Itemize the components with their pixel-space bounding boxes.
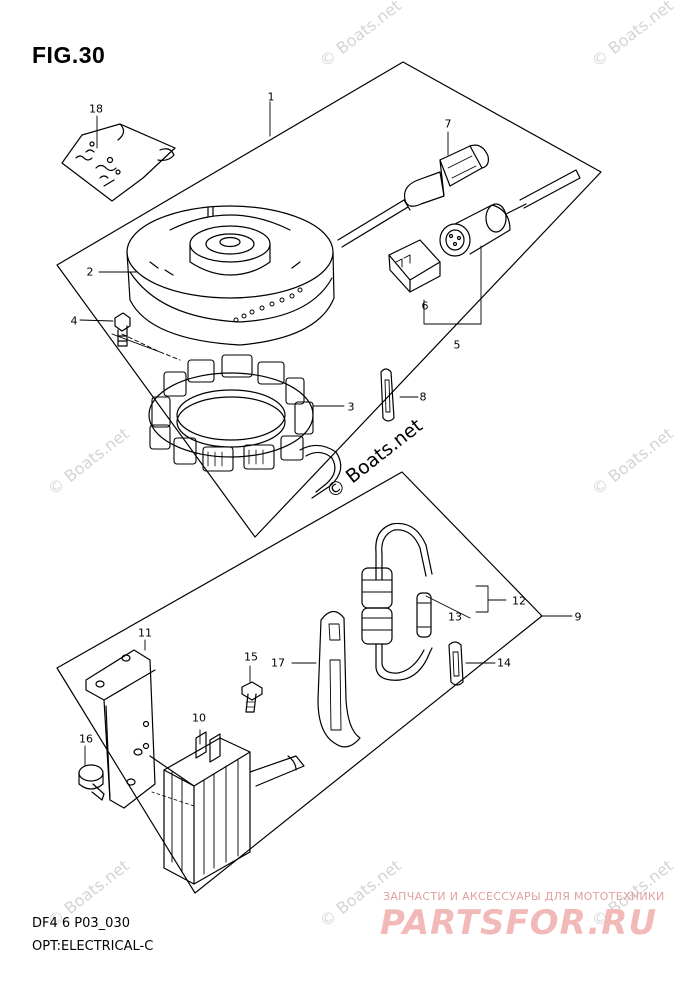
fuse-13-drawing [416, 592, 432, 638]
callout-12: 12 [512, 594, 526, 608]
callout-13: 13 [448, 610, 462, 624]
flywheel-drawing [126, 205, 335, 346]
callout-3: 3 [347, 400, 355, 414]
callout-17: 17 [271, 656, 285, 670]
stator-drawing [148, 354, 342, 499]
callout-10: 10 [192, 711, 206, 725]
callout-18: 18 [89, 102, 103, 116]
upper-group-frame [56, 61, 602, 538]
callout-5: 5 [453, 338, 461, 352]
callout-2: 2 [86, 265, 94, 279]
bolt-4-drawing [114, 312, 131, 347]
strap-17-drawing [317, 610, 361, 748]
connector-5-drawing [439, 169, 581, 257]
clip-14-drawing [448, 641, 464, 686]
bracket-11-drawing [85, 649, 156, 809]
lower-group-frame [56, 471, 543, 894]
fuse-holder-12-drawing [361, 522, 433, 681]
bolt-16-drawing [78, 764, 105, 801]
callout-14: 14 [497, 656, 511, 670]
parts-bag-drawing [61, 123, 176, 202]
connector-6-drawing [388, 239, 441, 293]
callout-8: 8 [419, 390, 427, 404]
callout-6: 6 [421, 299, 429, 313]
callout-9: 9 [574, 610, 582, 624]
figure-title: FIG.30 [32, 42, 106, 68]
callout-16: 16 [79, 732, 93, 746]
callout-4: 4 [70, 314, 78, 328]
figure-subtitle: OPT:ELECTRICAL-C [32, 939, 154, 954]
callout-15: 15 [244, 650, 258, 664]
promo-tagline: ЗАПЧАСТИ И АКСЕССУАРЫ ДЛЯ МОТОТЕХНИКИ [383, 890, 665, 903]
connector-7-drawing [337, 144, 489, 248]
callout-11: 11 [138, 626, 152, 640]
figure-code: DF4 6 P03_030 [32, 916, 130, 931]
leader-lines [79, 101, 573, 766]
rectifier-10-drawing [149, 731, 305, 885]
clip-8-drawing [380, 368, 395, 422]
callout-1: 1 [267, 90, 275, 104]
screw-15-drawing [241, 681, 263, 713]
promo-logo: PARTSFOR.RU [380, 903, 658, 943]
callout-7: 7 [444, 117, 452, 131]
